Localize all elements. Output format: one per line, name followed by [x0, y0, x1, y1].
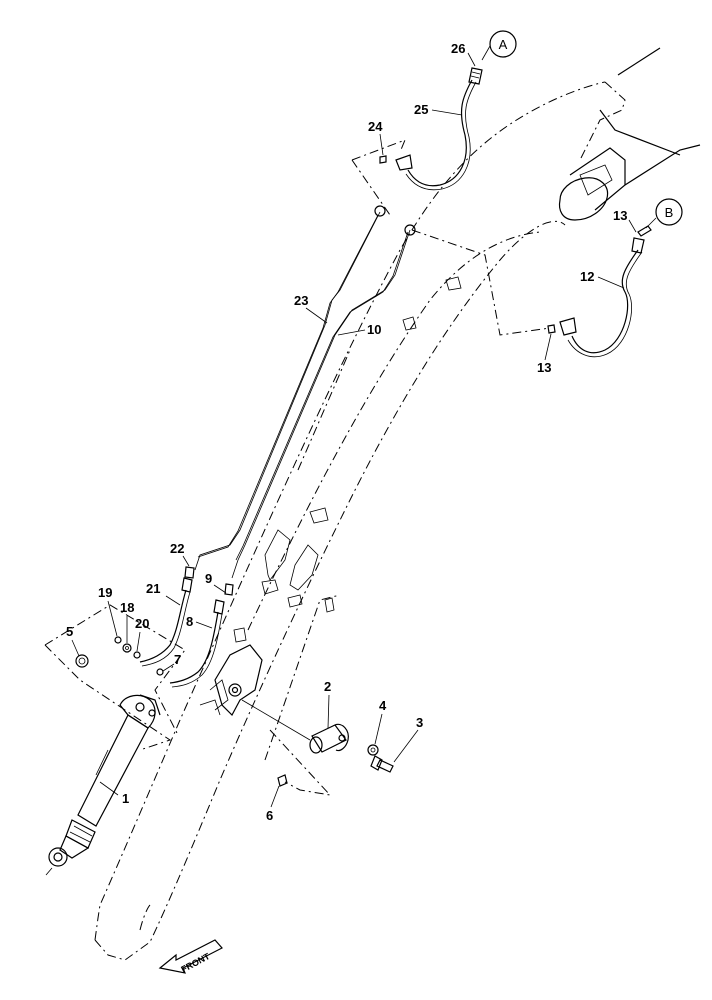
part-label-8: 8 — [186, 614, 193, 629]
boom-cylinder — [45, 694, 161, 876]
part-label-9: 9 — [205, 571, 212, 586]
part-label-12: 12 — [580, 269, 594, 284]
pipe-10 — [231, 224, 416, 579]
label-5: 5 — [66, 624, 89, 668]
ref-circle-a-text: A — [499, 37, 508, 52]
front-direction-arrow: FRONT — [158, 939, 223, 975]
label-26: 26 — [451, 41, 476, 67]
label-18: 18 — [120, 600, 134, 643]
label-21: 21 — [146, 581, 181, 606]
label-13-bottom: 13 — [537, 333, 551, 375]
label-4: 4 — [374, 698, 387, 745]
small-fittings — [114, 566, 234, 676]
part-label-5: 5 — [66, 624, 73, 639]
label-25: 25 — [414, 102, 463, 117]
hose-21 — [139, 577, 193, 667]
part-label-6: 6 — [266, 808, 273, 823]
part-label-26: 26 — [451, 41, 465, 56]
label-8: 8 — [186, 614, 213, 629]
part-label-3: 3 — [416, 715, 423, 730]
pin-assembly — [241, 699, 394, 787]
label-10: 10 — [337, 322, 381, 337]
part-label-10: 10 — [367, 322, 381, 337]
label-6: 6 — [266, 785, 280, 823]
part-label-23: 23 — [294, 293, 308, 308]
label-9: 9 — [205, 571, 227, 594]
part-label-19: 19 — [98, 585, 112, 600]
label-12: 12 — [580, 269, 625, 289]
part-label-4: 4 — [379, 698, 387, 713]
label-3: 3 — [393, 715, 423, 763]
hose-8 — [169, 599, 225, 688]
part-label-21: 21 — [146, 581, 160, 596]
ref-circle-b-text: B — [665, 205, 674, 220]
boom-brackets — [233, 276, 462, 643]
ref-circle-a: A — [481, 30, 517, 61]
label-2: 2 — [324, 679, 331, 729]
hose-12 — [547, 225, 652, 358]
label-19: 19 — [98, 585, 118, 637]
label-23: 23 — [294, 293, 328, 324]
label-13-top: 13 — [613, 208, 637, 233]
part-label-25: 25 — [414, 102, 428, 117]
ref-circle-b: B — [645, 198, 683, 229]
label-24: 24 — [368, 119, 384, 156]
label-1: 1 — [99, 781, 129, 806]
part-label-18: 18 — [120, 600, 134, 615]
assembly-lines — [44, 139, 551, 796]
front-arrow-text: FRONT — [179, 951, 212, 975]
part-label-2: 2 — [324, 679, 331, 694]
label-20: 20 — [135, 616, 149, 652]
part-label-7: 7 — [174, 652, 181, 667]
label-7: 7 — [162, 652, 181, 672]
cylinder-mount-bracket — [199, 644, 263, 716]
part-label-22: 22 — [170, 541, 184, 556]
label-22: 22 — [170, 541, 190, 567]
part-label-24: 24 — [368, 119, 383, 134]
part-label-20: 20 — [135, 616, 149, 631]
part-label-13-top: 13 — [613, 208, 627, 223]
part-label-1: 1 — [122, 791, 129, 806]
hose-25 — [379, 67, 483, 191]
boom-outline — [94, 47, 701, 961]
part-label-13-bottom: 13 — [537, 360, 551, 375]
pipe-23 — [194, 205, 386, 571]
